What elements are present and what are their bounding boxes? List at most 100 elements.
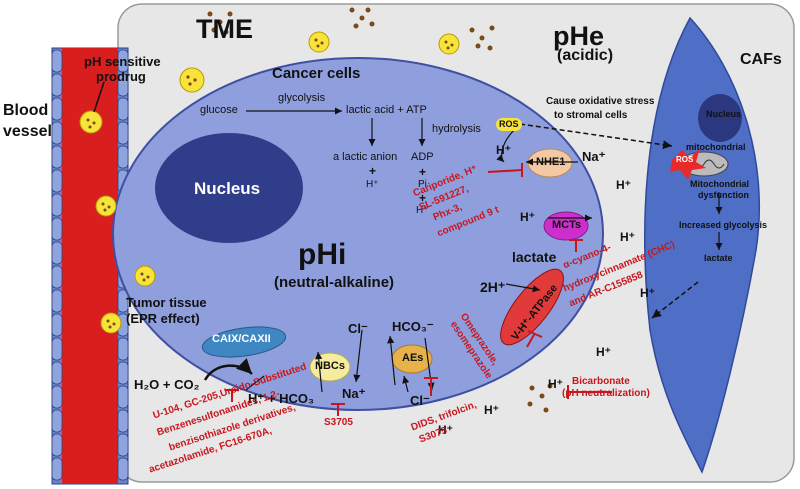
adp-label: ADP <box>411 151 434 163</box>
h-ion-e: H⁺ <box>596 345 611 359</box>
caix-label: CAIX/CAXII <box>212 333 271 345</box>
h-ion-a: H⁺ <box>616 178 631 192</box>
phi-label: pHi <box>298 238 347 271</box>
endothelial-cell <box>117 145 129 169</box>
ros-badge: ROS <box>496 118 522 131</box>
caix-reaction-arrow <box>203 358 253 381</box>
endothelial-cell <box>117 433 129 457</box>
endothelial-cell <box>51 73 63 97</box>
lactic-anion-label: a lactic anion <box>333 151 398 163</box>
pi-label: Pi <box>418 179 427 190</box>
cancer-cells-label: Cancer cells <box>272 65 361 82</box>
h-ion-c: H⁺ <box>620 230 635 244</box>
endothelial-cell <box>51 169 63 193</box>
endothelial-cell <box>51 121 63 145</box>
ros-note-2: to stromal cells <box>554 110 628 121</box>
blood-vessel-label-2: vessel <box>3 123 52 140</box>
hco3-top-ion: HCO₃⁻ <box>392 319 434 334</box>
glycolysis-arrows <box>246 107 426 146</box>
endothelial-cell <box>51 433 63 457</box>
mcts-label: MCTs <box>552 219 582 231</box>
endothelial-cell <box>51 313 63 337</box>
endothelial-cell <box>51 49 63 73</box>
lactic-acid-atp-label: lactic acid + ATP <box>346 104 427 116</box>
tumor-tissue-label-2: (EPR effect) <box>126 311 200 326</box>
caf-nucleus-label: Nucleus <box>706 109 742 119</box>
nbcs-label: NBCs <box>315 360 345 372</box>
cl-bottom-ion: Cl⁻ <box>410 393 430 408</box>
nbc-na-ion: Na⁺ <box>342 386 366 401</box>
endothelial-cell <box>51 217 63 241</box>
endothelial-cell <box>117 97 129 121</box>
nbc-inhibitor: S3705 <box>324 417 353 428</box>
hydrolysis-label: hydrolysis <box>432 123 481 135</box>
adp-plus-1: + <box>419 165 427 179</box>
phe-sub-label: (acidic) <box>557 47 614 64</box>
mcts-transporter <box>543 211 589 241</box>
caix-equation-left: H₂O + CO₂ <box>134 377 200 392</box>
h-ion-g: H⁺ <box>484 403 499 417</box>
caix-transporter <box>201 326 287 358</box>
endothelial-cell <box>51 289 63 313</box>
bicarbonate-inhibitor-1: Bicarbonate <box>572 376 630 387</box>
endothelial-cell <box>117 121 129 145</box>
prodrug-particles <box>79 31 460 334</box>
endothelial-cell <box>51 361 63 385</box>
caf-dysfunction-label-2: dysfunction <box>698 190 749 200</box>
endothelial-cell <box>117 73 129 97</box>
nucleus-label: Nucleus <box>194 179 261 198</box>
endothelial-cell <box>51 241 63 265</box>
lactic-h-ion: H⁺ <box>366 179 379 190</box>
endothelial-cell <box>117 385 129 409</box>
glycolysis-label: glycolysis <box>278 92 326 104</box>
endothelial-cell <box>117 409 129 433</box>
caf-dysfunction-label-1: Mitochondrial <box>690 179 749 189</box>
endothelial-cell <box>117 457 129 481</box>
endothelial-cell <box>51 337 63 361</box>
phi-sub-label: (neutral-alkaline) <box>274 274 395 291</box>
blood-vessel-label-1: Blood <box>3 102 49 119</box>
h-ion-f: H⁺ <box>548 377 563 391</box>
endothelial-cell <box>51 193 63 217</box>
cl-top-ion: Cl⁻ <box>348 321 368 336</box>
endothelial-cell <box>51 457 63 481</box>
tme-label: TME <box>196 14 253 44</box>
ros-note-1: Cause oxidative stress <box>546 96 655 107</box>
nhe1-na-ion: Na⁺ <box>582 149 606 164</box>
caf-glycolysis-label: Increased glycolysis <box>679 220 768 230</box>
endothelial-cell <box>51 265 63 289</box>
caix-equation-right: H⁺ + HCO₃ <box>248 391 314 406</box>
endothelial-cell <box>117 289 129 313</box>
adp-h-ion: H⁺ <box>416 205 429 216</box>
caf-ros-label: ROS <box>676 155 694 164</box>
payload-dots <box>207 7 553 413</box>
ros-burst <box>670 148 706 180</box>
lactate-label: lactate <box>512 249 557 265</box>
bicarbonate-inhibitor-2: (pH neutralization) <box>562 388 650 399</box>
h-ion-b: H⁺ <box>520 210 535 224</box>
endothelial-cell <box>51 409 63 433</box>
lactic-plus: + <box>369 164 377 178</box>
cafs-label: CAFs <box>740 51 782 68</box>
endothelial-cell <box>117 361 129 385</box>
prodrug-label-1: pH sensitive <box>84 54 161 69</box>
endothelial-cell <box>117 337 129 361</box>
h-ion-h: H⁺ <box>438 423 453 437</box>
inhibitor-bars <box>225 163 612 416</box>
prodrug-pointer <box>93 81 105 113</box>
caf-nucleus <box>698 94 742 142</box>
phe-label: pHe <box>553 21 605 51</box>
particle-dots <box>86 38 454 329</box>
endothelial-cell <box>117 49 129 73</box>
caf-lactate-label: lactate <box>704 253 733 263</box>
caf-mitochondrial-label: mitochondrial <box>686 142 746 152</box>
endothelial-cell <box>51 145 63 169</box>
prodrug-label-2: prodrug <box>96 69 146 84</box>
glucose-label: glucose <box>200 104 238 116</box>
vatpase-transporter <box>500 268 564 346</box>
endothelial-cell <box>51 97 63 121</box>
nhe1-h-ion: H⁺ <box>496 143 511 157</box>
adp-plus-2: + <box>419 191 427 205</box>
